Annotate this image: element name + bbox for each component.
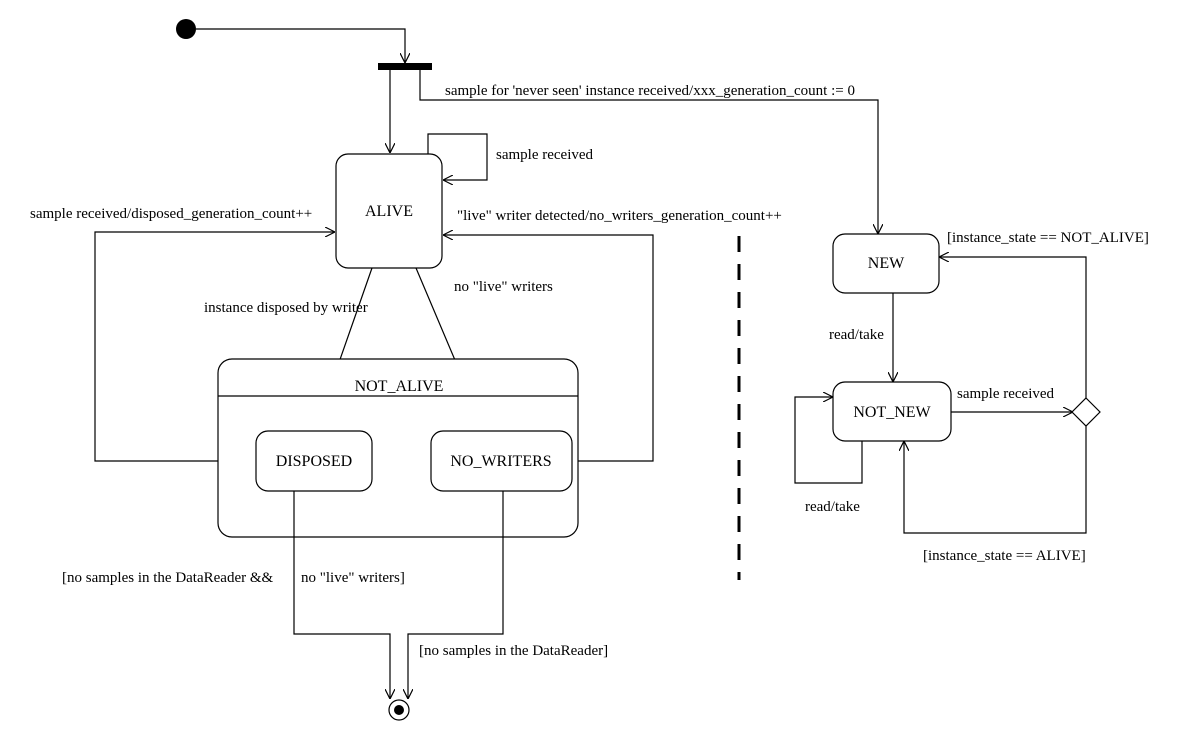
new-label: NEW [868,255,905,272]
no-live-writers-label: no "live" writers [454,279,553,295]
guard-not-alive-label: [instance_state == NOT_ALIVE] [947,230,1149,246]
disposed-state [255,430,373,492]
disposed-to-alive-label: sample received/disposed_generation_coun… [30,206,312,222]
read-take-self-label: read/take [805,499,860,515]
initial-state [176,19,196,39]
not-alive-state [217,358,579,538]
no-writers-to-alive-arrow [443,235,654,462]
not-new-label: NOT_NEW [853,404,931,421]
alive-state [335,153,443,269]
no-writers-state [430,430,573,492]
guard-alive-label: [instance_state == ALIVE] [923,548,1086,564]
new-state [832,233,940,294]
choice-diamond [1071,397,1101,427]
not-alive-label: NOT_ALIVE [355,378,444,395]
fork-to-new-arrow [419,70,878,234]
disposed-to-final-arrow [293,491,390,699]
instance-disposed-label: instance disposed by writer [204,300,368,316]
no-writers-to-final-arrow [408,491,504,699]
fork-bar [378,63,432,70]
final-disposed-label-b: no "live" writers] [301,570,405,586]
writer-detected-label: "live" writer detected/no_writers_genera… [457,208,782,224]
alive-label: ALIVE [365,203,413,220]
initial-transition [196,28,405,63]
choice-to-new-arrow [939,257,1087,398]
disposed-to-alive-arrow [94,232,335,462]
final-no-writers-label: [no samples in the DataReader] [419,643,608,659]
never-seen-label: sample for 'never seen' instance receive… [445,83,855,99]
no-writers-label: NO_WRITERS [450,453,551,470]
alive-self-loop-label: sample received [496,147,594,163]
sample-received-not-new-label: sample received [957,386,1055,402]
not-new-self-loop [794,397,863,484]
alive-self-loop [427,133,488,180]
disposed-label: DISPOSED [276,453,352,470]
final-disposed-label-a: [no samples in the DataReader && [62,570,274,586]
choice-to-not-new-arrow [904,426,1087,534]
read-take-new-label: read/take [829,327,884,343]
final-state-inner [394,705,404,715]
